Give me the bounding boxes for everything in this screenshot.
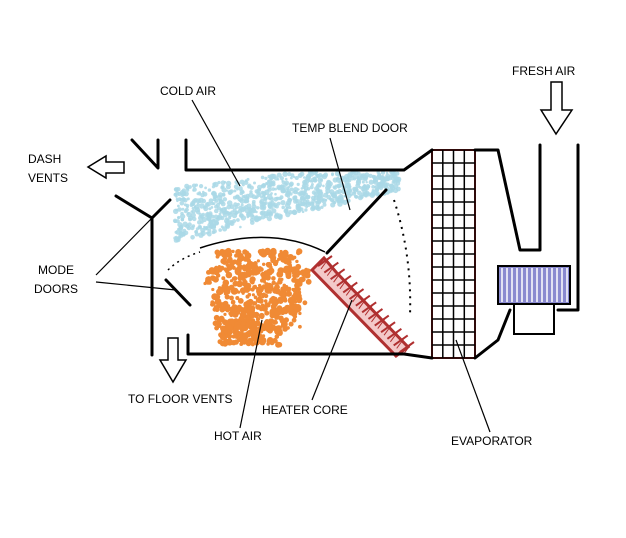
hot-air-cloud — [203, 247, 312, 348]
evaporator — [431, 149, 476, 359]
blend-door-swing-arc — [393, 199, 412, 316]
evaporator-leader — [455, 339, 491, 433]
blower-fan — [497, 265, 571, 335]
dash-vents-label-line2: VENTS — [28, 171, 69, 185]
floor-vents-arrow — [158, 337, 188, 384]
mode-doors-label: MODE DOORS — [34, 263, 78, 296]
cold-air-label: COLD AIR — [160, 84, 217, 98]
air-divider-line — [199, 236, 326, 253]
mode-doors-leader-1 — [95, 217, 153, 276]
heater-core-label: HEATER CORE — [262, 403, 348, 417]
hot-air-leader — [239, 319, 263, 429]
fresh-air-label: FRESH AIR — [512, 64, 576, 78]
mode-doors-label-line2: DOORS — [34, 282, 79, 296]
temp-blend-door-label: TEMP BLEND DOOR — [292, 121, 408, 135]
dotted-arc-left — [167, 251, 201, 271]
mode-doors-leader-2 — [95, 281, 177, 291]
fresh-air-arrow — [539, 81, 574, 136]
dash-vents-label-line1: DASH — [28, 152, 62, 166]
heater-core — [309, 255, 415, 358]
hvac-housing — [114, 138, 580, 360]
dash-vents-label: DASH VENTS — [28, 152, 68, 185]
dash-vents-arrow — [86, 154, 125, 180]
mode-doors-label-line1: MODE — [38, 263, 74, 277]
cold-air-cloud — [172, 169, 402, 243]
cold-air-leader — [191, 99, 241, 187]
temp-blend-door-leader — [329, 137, 351, 211]
hot-air-label: HOT AIR — [214, 429, 262, 443]
to-floor-vents-label: TO FLOOR VENTS — [128, 392, 233, 406]
evaporator-label: EVAPORATOR — [451, 434, 533, 448]
heater-core-leader — [311, 299, 353, 401]
